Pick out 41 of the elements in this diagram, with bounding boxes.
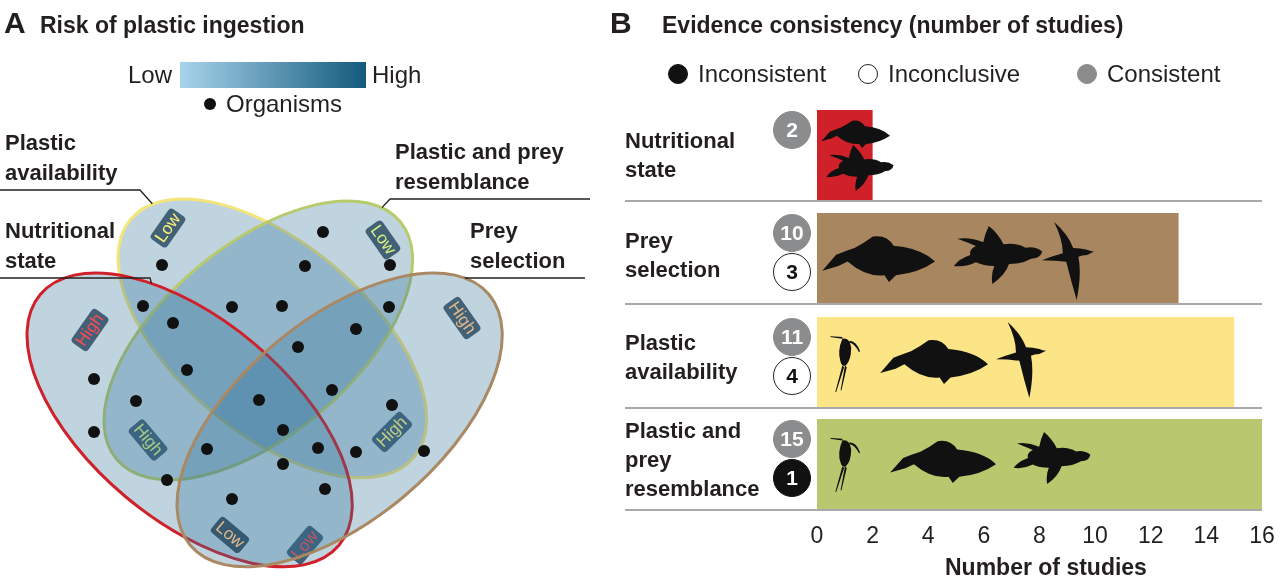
- count-badge: 1: [773, 459, 811, 497]
- set-name: Plastic and prey resemblance: [395, 137, 585, 197]
- count-badge: 2: [773, 111, 811, 149]
- count-badge: 11: [773, 318, 811, 356]
- count-badge: 10: [773, 214, 811, 252]
- axis-title: Number of studies: [945, 554, 1147, 581]
- tick-label: 12: [1137, 522, 1164, 549]
- category-label: Plastic and prey resemblance: [625, 417, 761, 503]
- set-ellipse: [175, 271, 505, 569]
- legend-label: High: [372, 61, 422, 89]
- tick-label: 8: [1033, 522, 1046, 549]
- tick-label: 16: [1249, 522, 1275, 549]
- set-name: Nutritional state: [5, 216, 140, 276]
- legend-label: Organisms: [226, 90, 343, 118]
- category-label: Prey selection: [625, 227, 722, 284]
- leader-line: [0, 189, 153, 205]
- tick-label: 0: [810, 522, 824, 549]
- chart-title: Evidence consistency (number of studies): [662, 12, 1124, 39]
- count-badge: 15: [773, 420, 811, 458]
- tick-label: 2: [866, 522, 879, 549]
- panel-letter: A: [4, 6, 26, 40]
- level-label: Low: [209, 515, 251, 555]
- leader-line: [0, 277, 153, 285]
- set-name: Prey selection: [470, 216, 580, 276]
- category-label: Nutritional state: [625, 127, 736, 184]
- tick-label: 14: [1193, 522, 1220, 549]
- count-badge: 4: [773, 357, 811, 395]
- leader-line: [381, 198, 591, 209]
- tick-label: 4: [921, 522, 935, 549]
- legend-label: Low: [128, 61, 173, 89]
- tick-label: 10: [1082, 522, 1108, 549]
- legend-label: Consistent: [1107, 60, 1221, 88]
- panel-title: Risk of plastic ingestion: [40, 12, 305, 39]
- legend-label: Inconclusive: [888, 60, 1021, 88]
- panel-letter: B: [610, 6, 632, 40]
- tick-label: 6: [977, 522, 991, 549]
- set-name: Plastic availability: [5, 128, 130, 188]
- count-badge: 3: [773, 253, 811, 291]
- legend-label: Inconsistent: [698, 60, 827, 88]
- category-label: Plastic availability: [625, 329, 739, 386]
- leader-line: [464, 277, 586, 279]
